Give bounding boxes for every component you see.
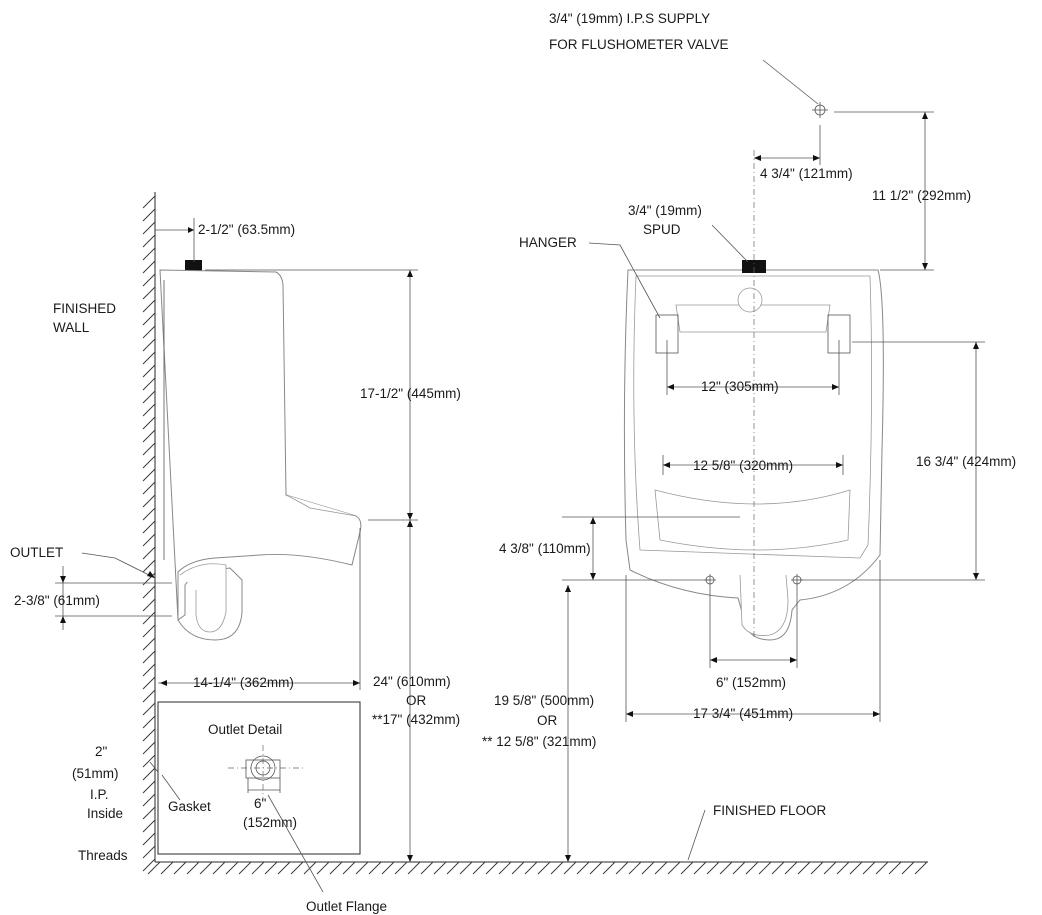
finished-wall-label: FINISHED xyxy=(53,301,116,316)
dim-16-3-4-line xyxy=(800,341,985,581)
urinal-side-view xyxy=(159,260,362,641)
dim-12-label: 12" (305mm) xyxy=(701,379,779,394)
or-label-2: OR xyxy=(537,713,558,728)
ip-label-2in: 2" xyxy=(95,744,108,759)
gasket-label: Gasket xyxy=(168,799,211,814)
dim-6-line xyxy=(709,586,798,668)
ip-label-threads: Threads xyxy=(78,848,128,863)
floor-leader xyxy=(687,809,706,861)
dim-16-3-4-label: 16 3/4" (424mm) xyxy=(916,454,1016,469)
finished-wall-label-2: WALL xyxy=(53,320,90,335)
dim-12-5-8-label: 12 5/8" (320mm) xyxy=(693,458,793,473)
detail-6-label: 6" xyxy=(254,796,267,811)
dim-17-1-2-line xyxy=(205,269,418,862)
dim-19-5-8-line xyxy=(565,585,571,862)
hanger-leader xyxy=(588,242,661,319)
supply-label-2: FOR FLUSHOMETER VALVE xyxy=(549,37,729,52)
dim-4-3-4-label: 4 3/4" (121mm) xyxy=(760,166,853,181)
dim-17-label: **17" (432mm) xyxy=(372,712,460,727)
dim-2-1-2 xyxy=(155,218,195,262)
dim-17-1-2-label: 17-1/2" (445mm) xyxy=(360,386,461,401)
supply-valve xyxy=(754,59,934,271)
outlet-detail-box xyxy=(149,701,361,893)
ip-label-51mm: (51mm) xyxy=(72,766,119,781)
detail-152-label: (152mm) xyxy=(243,815,297,830)
outlet-detail-label: Outlet Detail xyxy=(208,722,282,737)
mounting-holes xyxy=(704,574,803,586)
finished-wall-hatch xyxy=(142,192,156,872)
dim-11-1-2-label: 11 1/2" (292mm) xyxy=(872,188,971,203)
dim-19-5-8-label: 19 5/8" (500mm) xyxy=(494,693,594,708)
dim-4-3-8-line xyxy=(562,516,740,581)
dim-17-3-4-label: 17 3/4" (451mm) xyxy=(693,706,793,721)
outlet-label: OUTLET xyxy=(10,545,63,560)
dim-12-5-8b-label: ** 12 5/8" (321mm) xyxy=(482,734,596,749)
spud-label-2: SPUD xyxy=(643,222,681,237)
dim-12-line xyxy=(666,340,840,395)
hanger-label: HANGER xyxy=(519,235,577,250)
spud-label: 3/4" (19mm) xyxy=(628,203,702,218)
spud-leader xyxy=(711,224,749,263)
supply-label: 3/4" (19mm) I.P.S SUPPLY xyxy=(549,11,710,26)
dim-6-label: 6" (152mm) xyxy=(716,675,786,690)
dim-14-1-4-label: 14-1/4" (362mm) xyxy=(193,675,294,690)
dim-2-1-2-label: 2-1/2" (63.5mm) xyxy=(198,222,295,237)
dim-4-3-8-label: 4 3/8" (110mm) xyxy=(499,541,591,556)
dim-2-3-8-label: 2-3/8" (61mm) xyxy=(14,593,100,608)
finished-floor-hatch xyxy=(147,861,928,875)
or-label-1: OR xyxy=(406,693,427,708)
ip-label-inside: Inside xyxy=(87,806,123,821)
dim-24-label: 24" (610mm) xyxy=(373,674,451,689)
ip-label-ip: I.P. xyxy=(90,787,109,802)
outlet-flange-label: Outlet Flange xyxy=(306,899,387,914)
dim-14-1-4-line xyxy=(158,528,361,690)
finished-floor-label: FINISHED FLOOR xyxy=(713,803,827,818)
dim-12-5-8-line xyxy=(662,455,844,475)
dim-17-3-4-line xyxy=(625,560,881,722)
dim-2-3-8-line xyxy=(55,566,172,630)
urinal-front-view xyxy=(623,260,884,641)
outlet-leader xyxy=(81,552,156,579)
